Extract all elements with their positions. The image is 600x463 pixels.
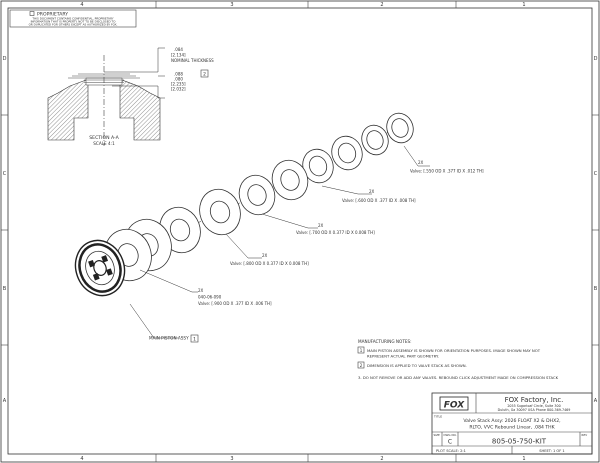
note-2-num: 2	[360, 363, 363, 368]
shim-600-a	[302, 148, 334, 184]
zone-labels: 4 3 2 1 4 3 2 1 D C B A D C B A	[3, 2, 598, 462]
proprietary-checkbox	[29, 11, 35, 16]
proprietary-line-3: OR DUPLICATED FOR OTHERS EXCEPT AS AUTHO…	[29, 23, 118, 27]
callout-piston-flag: 1	[193, 336, 196, 342]
section-dim-flag-box	[200, 69, 209, 78]
callouts: 2X Valve: [.550 OD X .377 ID X .012 TH] …	[149, 160, 484, 343]
dwg-no-label: DWG NO.	[444, 433, 457, 437]
section-dim-top-1: .084	[174, 47, 183, 52]
note-2-flag-box	[357, 361, 365, 369]
callout-piston-label: MAIN PISTON ASSY	[149, 336, 189, 341]
inner-border	[7, 7, 593, 455]
zone-row-left-1: D	[3, 56, 7, 62]
company-address-2: Duluth, Ga 30097 USA Phone 800-369-7469	[498, 408, 571, 412]
note-2-line-1: DIMENSION IS APPLIED TO VALVE STACK AS S…	[367, 363, 467, 368]
fox-logo: FOX	[444, 400, 465, 410]
section-dimension-lines	[104, 47, 165, 99]
zone-row-right-4: A	[594, 398, 598, 404]
section-dim-mid-3: [2.235]	[171, 82, 186, 87]
section-dim-flag: 2	[203, 71, 206, 77]
section-dim-mid-1: .088	[174, 72, 183, 77]
section-scale: SCALE 4:1	[93, 141, 115, 146]
proprietary-line-2: INFORMATION THAT IS PROPERTY. NOT TO BE …	[31, 20, 117, 24]
section-dim-mid-4: [2.032]	[171, 87, 186, 92]
zone-col-bot-4: 1	[522, 456, 525, 462]
section-dim-mid-2: .080	[174, 77, 183, 82]
shim-550-b	[386, 112, 414, 144]
size-value: C	[448, 439, 452, 446]
callout-700-qty: 2X	[318, 223, 324, 228]
zone-col-bot-3: 2	[380, 456, 383, 462]
shim-600-b	[331, 135, 363, 171]
callout-550-qty: 2X	[418, 160, 424, 165]
section-left-body	[47, 79, 89, 141]
size-label: SIZE	[434, 433, 441, 437]
callout-leaders	[129, 145, 430, 339]
note-1-line-2: REPRESENT ACTUAL PART GEOMETRY.	[367, 354, 439, 359]
section-view: .084 [2.134] NOMINAL THICKNESS .088 .080…	[47, 47, 214, 146]
dwg-no-value: 805-05-750-KIT	[492, 438, 547, 446]
callout-900-part: 040-06-090	[198, 295, 222, 300]
shim-550-a	[361, 124, 389, 156]
note-1-line-1: MAIN PISTON ASSEMBLY IS SHOWN FOR ORIENT…	[367, 348, 541, 353]
zone-row-right-3: B	[594, 286, 598, 292]
callout-800-qty: 2X	[262, 253, 268, 258]
zone-row-right-2: C	[594, 171, 598, 177]
zone-row-left-3: B	[3, 286, 7, 292]
zone-col-top-2: 3	[230, 2, 233, 8]
shim-700-b	[271, 159, 309, 201]
note-3-line-1: 3. DO NOT REMOVE OR ADD ANY VALVES. REBO…	[358, 375, 559, 380]
callout-550-text: Valve: [.550 OD X .377 ID X .012 TH]	[410, 169, 484, 174]
callout-600-text: Valve: [.600 OD X .377 ID X .008 TH]	[342, 198, 416, 203]
section-right-body	[119, 79, 161, 141]
title-label: TITLE	[433, 415, 442, 419]
callout-600-qty: 2X	[369, 189, 375, 194]
section-dim-top-3: NOMINAL THICKNESS	[171, 58, 214, 63]
zone-row-left-2: C	[3, 171, 7, 177]
note-1-flag-box	[357, 346, 365, 354]
zone-col-top-1: 4	[80, 2, 83, 8]
fox-logo-badge	[439, 396, 469, 411]
callout-900-qty: 2X	[198, 288, 204, 293]
rev-label: REV	[582, 433, 588, 437]
callout-piston-flag-box	[190, 334, 199, 343]
plot-scale: PLOT SCALE: 2:1	[436, 449, 466, 453]
proprietary-title: PROPRIETARY	[37, 11, 68, 17]
note-1-num: 1	[360, 348, 363, 353]
zone-col-top-3: 2	[380, 2, 383, 8]
zone-row-right-1: D	[594, 56, 598, 62]
zone-row-left-4: A	[3, 398, 7, 404]
zone-col-bot-1: 4	[80, 456, 83, 462]
section-label: SECTION A-A	[89, 135, 119, 141]
company-name: FOX Factory, Inc.	[505, 396, 564, 404]
shim-800-b	[199, 188, 241, 236]
callout-800-text: Valve: [.800 OD X 0.377 ID X 0.008 TH]	[230, 261, 309, 266]
section-dim-top-2: [2.134]	[171, 53, 186, 58]
piston-ports	[88, 255, 113, 281]
company-address-1: 2055 Sugarloaf Circle, Suite 300	[507, 404, 560, 408]
manufacturing-notes: MANUFACTURING NOTES: 1 MAIN PISTON ASSEM…	[357, 339, 559, 380]
zone-col-top-4: 1	[522, 2, 525, 8]
zone-col-bot-2: 3	[230, 456, 233, 462]
title-block: FOX FOX Factory, Inc. 2055 Sugarloaf Cir…	[431, 392, 593, 455]
sheet-number: SHEET: 1 OF 1	[539, 449, 564, 453]
proprietary-notice: PROPRIETARY THIS DOCUMENT CONTAINS CONFI…	[9, 9, 137, 28]
valve-stack-exploded	[104, 112, 414, 282]
drawing-title-2: RLTO, VVC Rebound Linear, .084 THK	[469, 425, 555, 431]
notes-heading: MANUFACTURING NOTES:	[358, 339, 412, 344]
proprietary-line-1: THIS DOCUMENT CONTAINS CONFIDENTIAL, PRO…	[31, 17, 113, 21]
callout-900-text: Valve: [.900 OD X .377 ID X .006 TH]	[198, 301, 272, 306]
callout-700-text: Valve: [.700 OD X 0.377 ID X 0.008 TH]	[296, 230, 375, 235]
main-piston	[74, 239, 126, 297]
drawing-title-1: Valve Stack Assy: 2026 FLOAT X2 & DHX2,	[463, 418, 561, 424]
shim-700-a	[238, 174, 276, 216]
